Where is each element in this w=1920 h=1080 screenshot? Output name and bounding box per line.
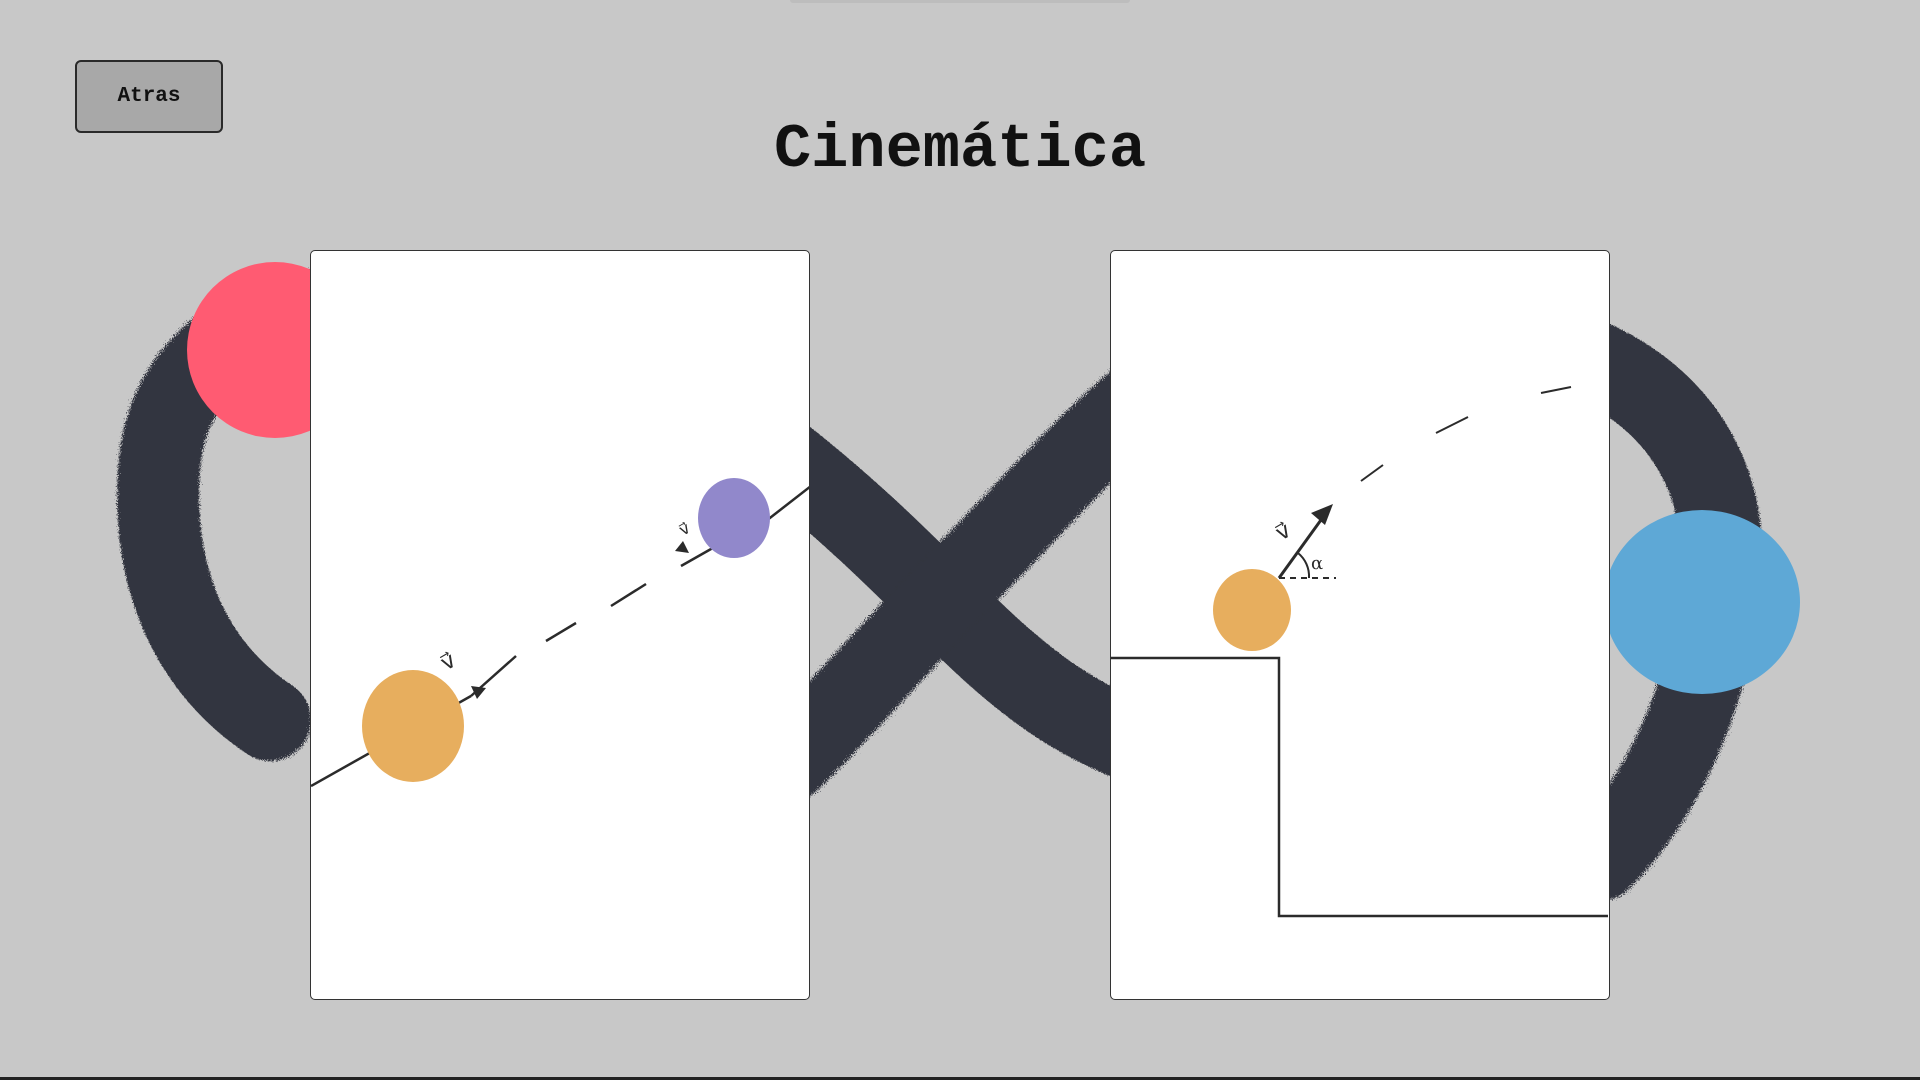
back-button[interactable]: Atras <box>75 60 223 133</box>
orange-ball <box>362 670 464 782</box>
purple-ball <box>698 478 770 558</box>
projectile-motion-diagram: v⃗ α <box>1111 386 1608 918</box>
velocity-label-back: v⃗ <box>676 518 694 539</box>
orange-ball <box>1213 569 1291 651</box>
cliff-ledge <box>1111 656 1608 918</box>
velocity-arrowhead-forward <box>471 686 486 699</box>
velocity-arrowhead <box>1311 504 1333 525</box>
angle-label: α <box>1311 553 1323 574</box>
page-title: Cinemática <box>773 114 1147 185</box>
velocity-label-forward: v⃗ <box>437 648 461 676</box>
bottom-divider <box>0 1077 1920 1080</box>
uniform-motion-diagram: v⃗ v⃗ <box>311 478 809 788</box>
angle-arc <box>1297 552 1311 579</box>
blue-ball <box>1604 510 1800 694</box>
card-uniform-motion[interactable]: v⃗ v⃗ <box>310 250 810 1000</box>
top-edge-handle <box>790 0 1130 3</box>
card-projectile-motion[interactable]: v⃗ α <box>1110 250 1610 1000</box>
velocity-arrowhead-back <box>675 541 689 553</box>
velocity-label: v⃗ <box>1272 518 1296 546</box>
